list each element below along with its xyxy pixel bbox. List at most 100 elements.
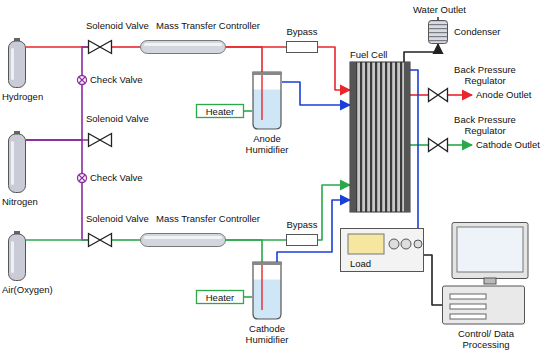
cyl-symbol [8, 38, 26, 88]
load-node: Load [340, 228, 424, 272]
drawing-part [350, 62, 356, 212]
drawing-part [252, 262, 282, 265]
free-label: Water Outlet [413, 4, 466, 15]
drawing-part [197, 291, 244, 304]
pipe-connector [410, 70, 418, 228]
box-symbol [286, 41, 318, 53]
cyl-symbol [8, 231, 26, 281]
mtc-node: Mass Transfer Controller [140, 40, 226, 54]
mtc-node: Mass Transfer Controller [140, 233, 226, 247]
cathode-outlet-arrow [448, 144, 472, 146]
cyl-symbol [8, 131, 26, 193]
drawing-part [11, 241, 14, 273]
valve-node: Back Pressure Regulator [428, 88, 448, 102]
pipe-connector [424, 255, 442, 305]
drawing-part [452, 223, 528, 279]
node-label: Solenoid Valve [86, 213, 149, 224]
drawing-part [443, 286, 525, 324]
node-label: Load [350, 258, 371, 269]
drawing-part [287, 42, 318, 53]
drawing-part [261, 265, 262, 310]
drawing-part [341, 229, 424, 272]
pipe-connector [404, 44, 438, 62]
drawing-part [141, 41, 226, 54]
pipe-connector [318, 47, 350, 90]
valve-symbol [88, 133, 112, 147]
cond-symbol [428, 20, 448, 44]
drawing-part [252, 72, 282, 75]
anode-outlet-arrow [448, 94, 472, 96]
drawing-part [287, 235, 318, 246]
check-symbol [77, 75, 87, 85]
valve-symbol [428, 88, 448, 102]
box-node: Bypass [286, 234, 318, 246]
drawing-part [89, 234, 101, 247]
humid-node: Cathode Humidifier [252, 262, 282, 320]
check-symbol [77, 173, 87, 183]
node-label: Mass Transfer Controller [156, 213, 260, 224]
pipe-connector [112, 239, 140, 241]
drawing-part [79, 175, 85, 181]
pipe-connector [410, 144, 428, 146]
drawing-part [348, 234, 384, 254]
pipe-connector [26, 140, 82, 173]
valve-node: Solenoid Valve [88, 40, 112, 54]
node-label: Heater [196, 292, 244, 303]
node-label: Nitrogen [2, 196, 38, 207]
node-label: Cathode Humidifier [240, 323, 294, 345]
drawing-part [89, 134, 101, 147]
node-label: Back Pressure Regulator [452, 114, 518, 136]
drawing-part [429, 89, 439, 102]
drawing-part [438, 139, 448, 152]
pipe-connector [244, 296, 252, 298]
drawing-part [100, 134, 112, 147]
valve-symbol [428, 138, 448, 152]
drawing-part [89, 41, 101, 54]
pipe-connector [112, 46, 140, 48]
node-label: Condenser [454, 26, 500, 37]
mtc-symbol [140, 233, 226, 247]
drawing-part [253, 279, 281, 319]
valve-symbol [88, 40, 112, 54]
drawing-part [144, 43, 222, 46]
drawing-part [9, 234, 26, 281]
drawing-part [429, 21, 448, 44]
heater-node: Heater [196, 104, 244, 118]
drawing-part [404, 62, 410, 212]
humid-symbol [252, 72, 282, 130]
drawing-part [414, 240, 422, 248]
mtc-symbol [140, 40, 226, 54]
drawing-part [144, 236, 222, 239]
drawing-part [9, 134, 26, 193]
cyl-node: Air(Oxygen) [8, 231, 26, 281]
node-label: Mass Transfer Controller [156, 20, 260, 31]
pipe-connector [226, 47, 262, 72]
node-label: Anode Humidifier [240, 133, 294, 155]
valve-symbol [88, 233, 112, 247]
drawing-part [78, 76, 87, 85]
heater-node: Heater [196, 290, 244, 304]
box-node: Bypass [286, 41, 318, 53]
drawing-part [11, 141, 14, 185]
drawing-part [78, 174, 87, 183]
pipe-connector [82, 47, 88, 75]
pipe-connector [282, 82, 350, 105]
node-label: Fuel Cell [350, 49, 388, 60]
node-label: Check Valve [90, 74, 143, 85]
node-label: Bypass [282, 26, 322, 37]
free-label: Anode Outlet [476, 89, 531, 100]
drawing-part [253, 72, 281, 129]
drawing-part [484, 278, 496, 284]
check-node: Check Valve [77, 173, 87, 183]
pipe-connector [26, 239, 88, 241]
drawing-part [401, 239, 411, 249]
valve-node: Solenoid Valve [88, 133, 112, 147]
drawing-part [100, 234, 112, 247]
drawing-part [450, 304, 486, 309]
pipe-connector [82, 183, 88, 240]
pc-node: Control/ Data Processing [442, 222, 530, 326]
drawing-part [79, 77, 85, 83]
node-label: Solenoid Valve [86, 113, 149, 124]
valve-node: Back Pressure Regulator [428, 138, 448, 152]
node-label: Bypass [282, 219, 322, 230]
